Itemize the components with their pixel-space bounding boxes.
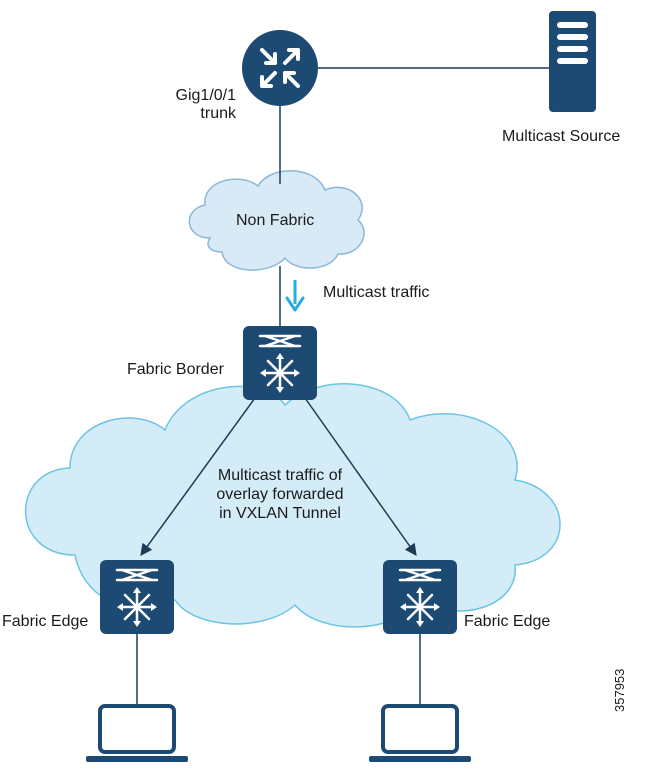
interface-label: Gig1/0/1 bbox=[175, 87, 236, 104]
fabric-border-switch-icon bbox=[243, 326, 317, 400]
non-fabric-label: Non Fabric bbox=[236, 212, 315, 229]
multicast-traffic-label: Multicast traffic bbox=[323, 284, 430, 301]
laptop-right-icon bbox=[369, 704, 471, 762]
laptop-left-icon bbox=[86, 704, 188, 762]
multicast-arrow-icon bbox=[285, 280, 305, 312]
router-icon bbox=[242, 30, 318, 106]
overlay-note-line2: overlay forwarded bbox=[216, 486, 344, 503]
overlay-arrow-left bbox=[140, 397, 256, 556]
non-fabric-cloud-icon bbox=[188, 170, 365, 271]
fabric-edge-left-switch-icon bbox=[100, 560, 174, 634]
fabric-edge-right-label: Fabric Edge bbox=[464, 613, 551, 630]
fabric-edge-right-switch-icon bbox=[383, 560, 457, 634]
figure-id: 357953 bbox=[612, 668, 627, 712]
multicast-source-label: Multicast Source bbox=[502, 128, 621, 145]
fabric-border-label: Fabric Border bbox=[127, 361, 224, 378]
overlay-arrow-right bbox=[304, 397, 417, 556]
overlay-note-line3: in VXLAN Tunnel bbox=[219, 505, 341, 522]
fabric-edge-left-label: Fabric Edge bbox=[2, 613, 89, 630]
server-icon bbox=[549, 11, 596, 112]
interface-mode-label: trunk bbox=[200, 105, 236, 122]
overlay-note-line1: Multicast traffic of bbox=[217, 467, 343, 484]
